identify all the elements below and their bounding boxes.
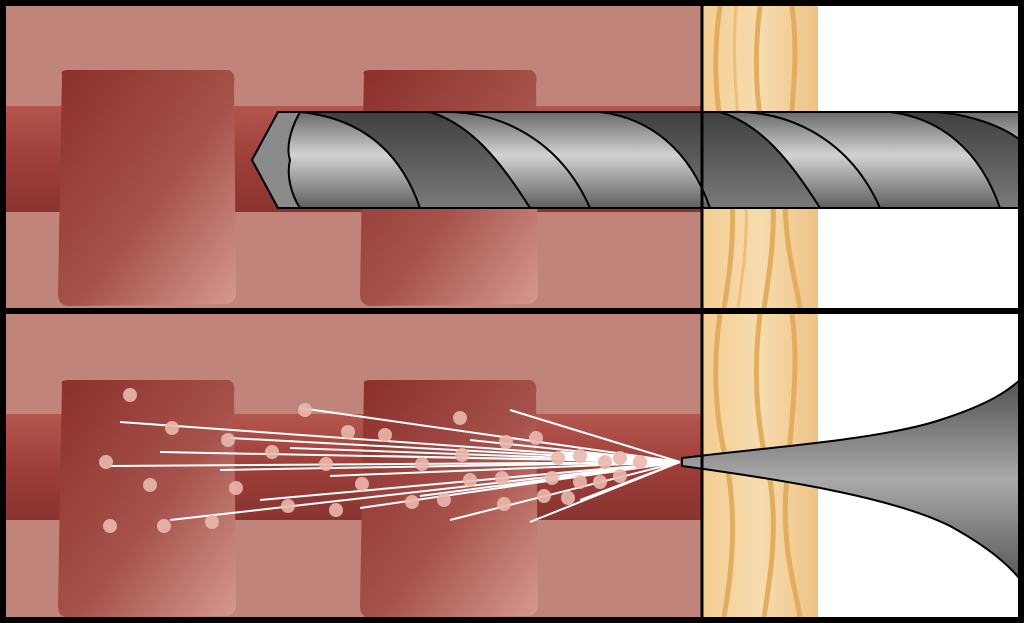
- drill-flute-2: [439, 110, 591, 209]
- spray-dot: [561, 491, 575, 505]
- spray-particles: [99, 388, 681, 533]
- spray-dot: [329, 503, 343, 517]
- spray-dot: [613, 469, 627, 483]
- drill-flute-5: [889, 111, 1018, 209]
- spray-dot: [613, 451, 627, 465]
- spray-dot: [598, 455, 612, 469]
- spray-dot: [319, 457, 333, 471]
- spray-dot: [529, 431, 543, 445]
- spray-dot: [123, 388, 137, 402]
- spray-dot: [453, 411, 467, 425]
- panel-bottom: [6, 314, 1018, 617]
- spray-dot: [157, 519, 171, 533]
- drill-flute-1: [299, 111, 532, 209]
- spray-dot: [551, 451, 565, 465]
- spray-dot: [437, 493, 451, 507]
- brick-left-bottom: [58, 380, 236, 617]
- spray-line: [449, 461, 681, 521]
- spray-line: [579, 461, 681, 501]
- spray-dot: [99, 455, 113, 469]
- spray-dot: [455, 448, 469, 462]
- spray-dot: [499, 435, 513, 449]
- spray-dot: [537, 489, 551, 503]
- spray-dot: [143, 478, 157, 492]
- spray-dot: [378, 428, 392, 442]
- spray-dot: [355, 477, 369, 491]
- drill-flute-3: [599, 111, 822, 209]
- spray-dot: [281, 499, 295, 513]
- spray-dot: [415, 457, 429, 471]
- drill-flute-4: [729, 110, 881, 209]
- spray-dot: [497, 497, 511, 511]
- spray-dot: [545, 471, 559, 485]
- spray-dot: [205, 515, 219, 529]
- spray-dot: [573, 475, 587, 489]
- spray-dot: [165, 421, 179, 435]
- spray-dot: [103, 519, 117, 533]
- panel-top: [6, 6, 1018, 308]
- spray-line: [509, 409, 681, 463]
- spray-dot: [341, 425, 355, 439]
- spray-dot: [405, 495, 419, 509]
- spray-dot: [265, 445, 279, 459]
- brick-left-top: [58, 70, 236, 306]
- spray-dot: [229, 481, 243, 495]
- spray-dot: [463, 473, 477, 487]
- injection-nozzle: [681, 380, 1018, 579]
- spray-dot: [221, 433, 235, 447]
- spray-dot: [593, 475, 607, 489]
- spray-line: [169, 461, 681, 521]
- drill-bit-tip: [250, 111, 302, 209]
- spray-dot: [495, 471, 509, 485]
- spray-dot: [298, 403, 312, 417]
- spray-dot: [573, 449, 587, 463]
- spray-dot: [633, 455, 647, 469]
- drill-bit: [250, 110, 1018, 209]
